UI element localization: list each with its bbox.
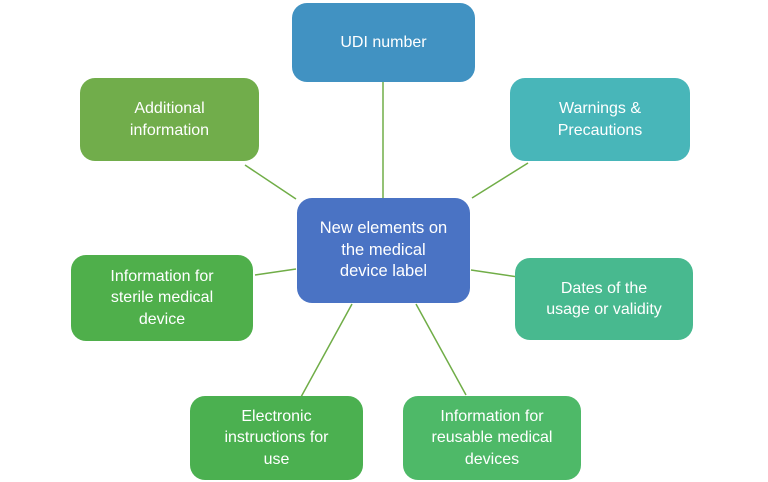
node-electronic-instructions: Electronic instructions for use <box>190 396 363 480</box>
connector-reusable <box>415 303 467 396</box>
connector-dates <box>470 269 519 278</box>
connector-sterile <box>254 268 297 276</box>
node-udi-number: UDI number <box>292 3 475 82</box>
node-dates-usage-validity: Dates of the usage or validity <box>515 258 693 340</box>
node-warnings-precautions: Warnings & Precautions <box>510 78 690 161</box>
connector-electronic <box>300 303 353 398</box>
connector-additional <box>244 164 297 200</box>
node-center-medical-device-label: New elements on the medical device label <box>297 198 470 303</box>
node-reusable-medical-devices: Information for reusable medical devices <box>403 396 581 480</box>
node-additional-information: Additional information <box>80 78 259 161</box>
connector-warnings <box>471 162 529 199</box>
node-sterile-medical-device: Information for sterile medical device <box>71 255 253 341</box>
